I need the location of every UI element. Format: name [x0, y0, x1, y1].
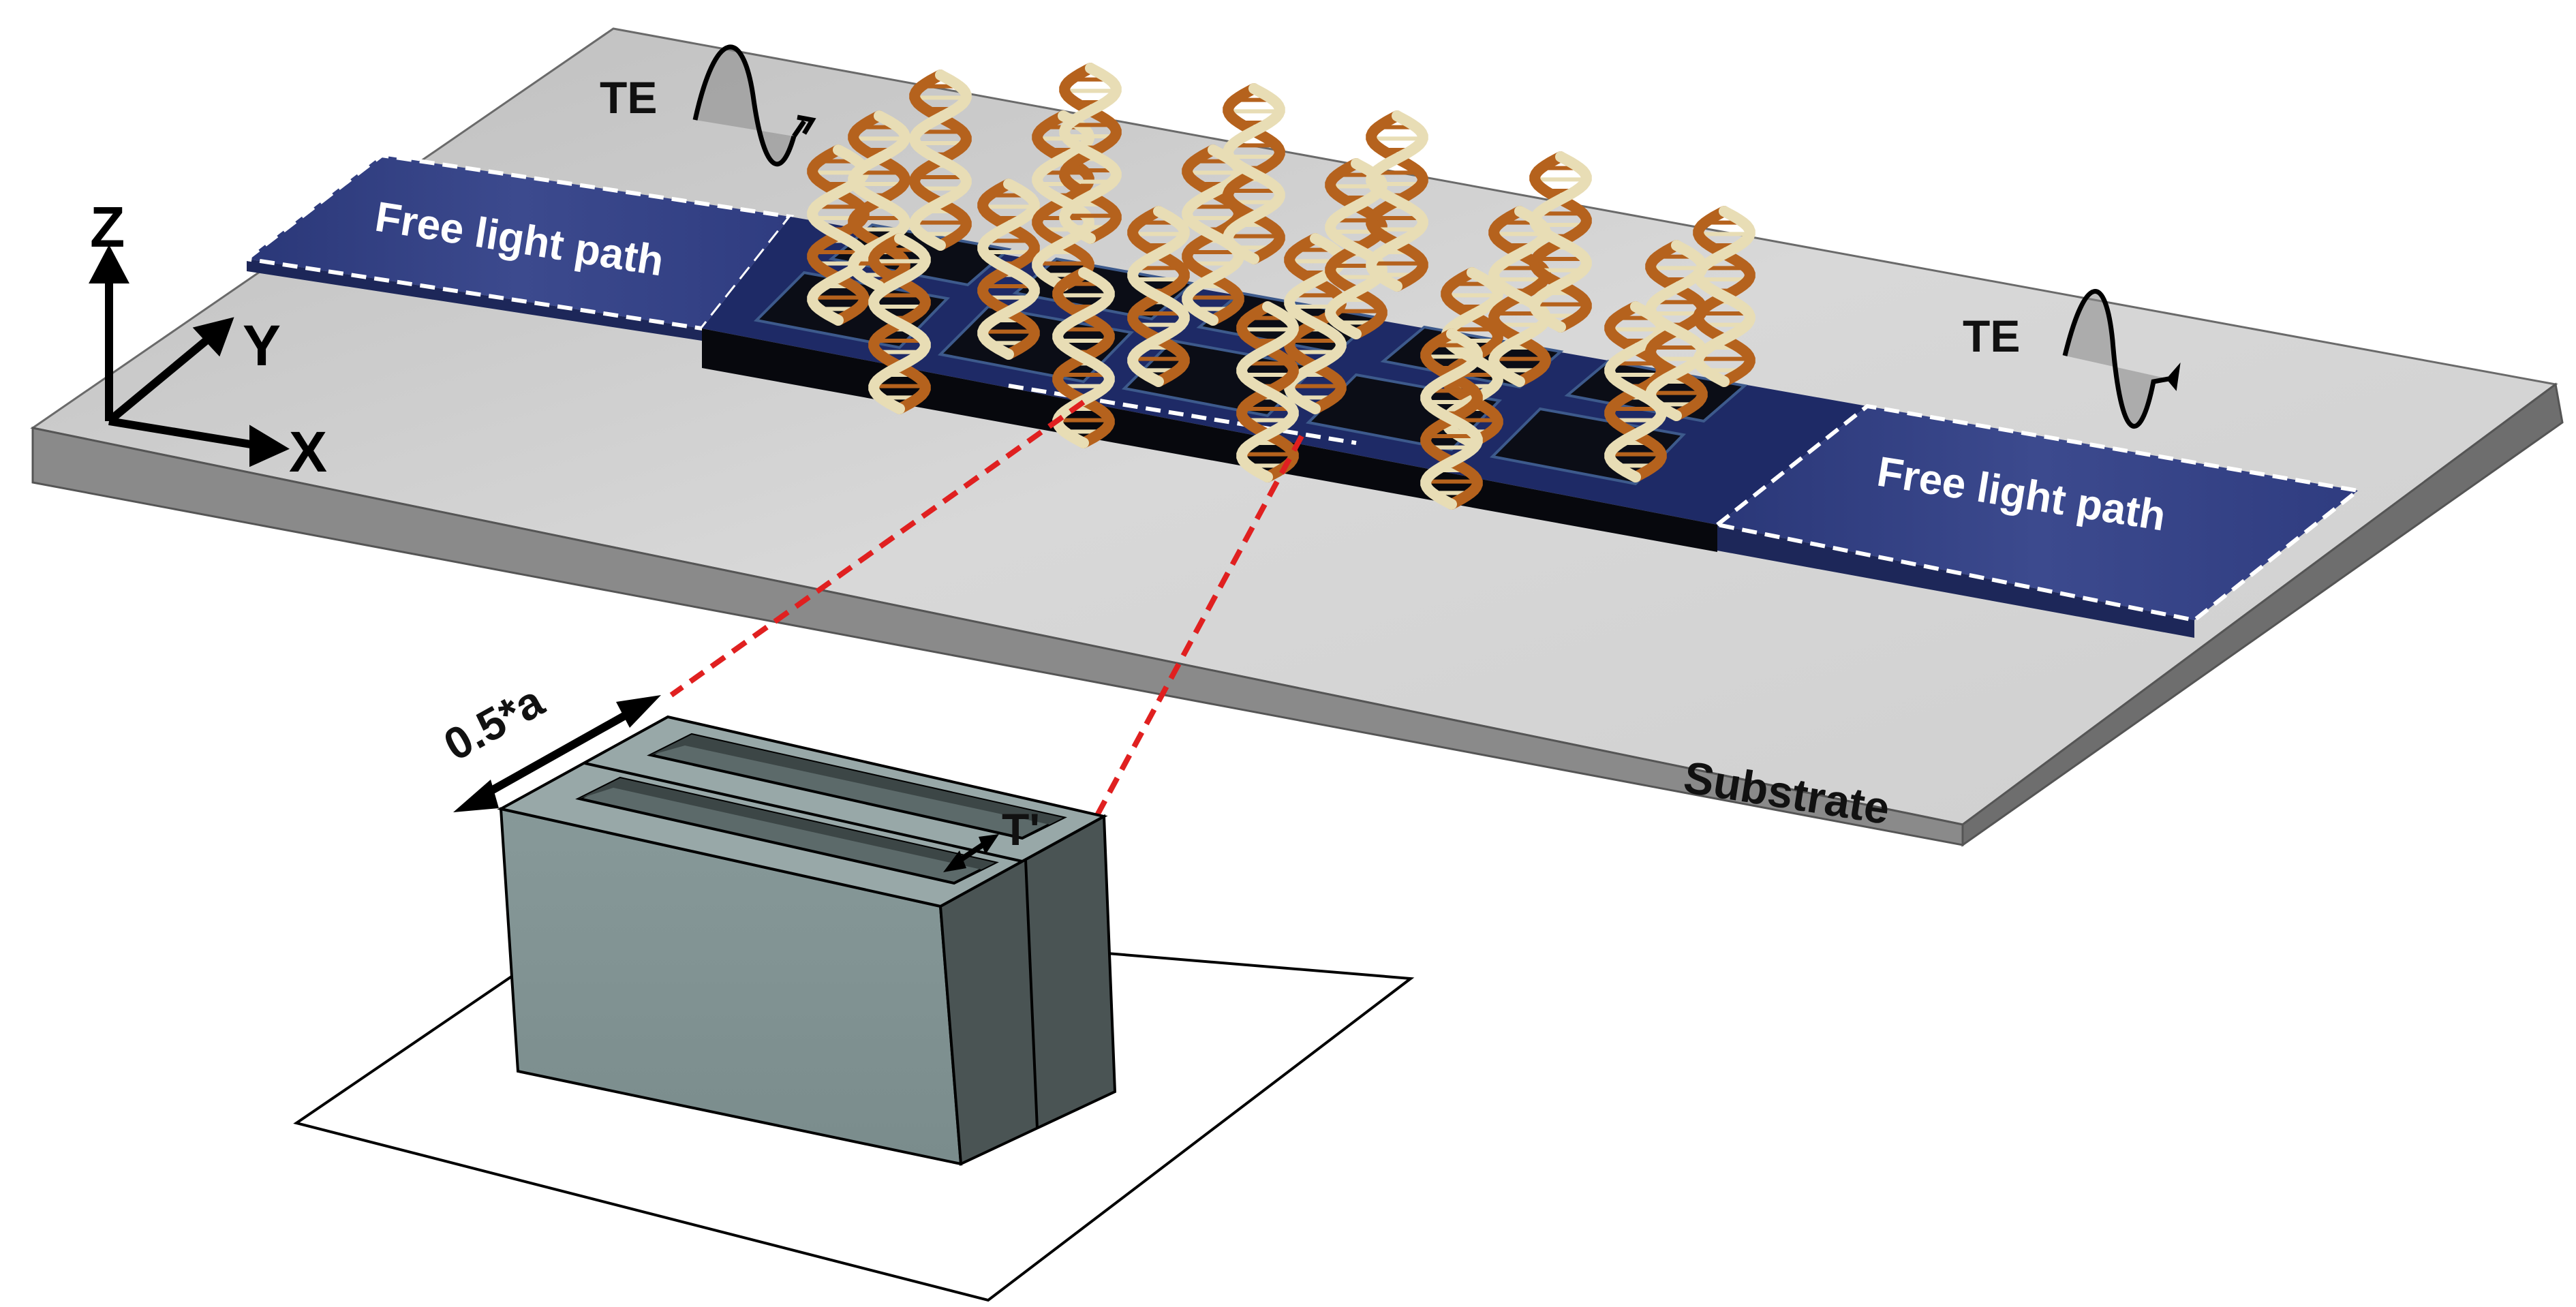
coordinate-axes	[89, 245, 290, 467]
te-wave-icon	[692, 44, 797, 167]
y-arrowhead-icon	[192, 317, 234, 357]
arrowhead-icon	[2166, 363, 2181, 391]
arrowhead-icon	[943, 850, 966, 872]
x-axis	[108, 417, 260, 450]
dna-strand	[1052, 267, 1115, 448]
y-axis-label: Y	[243, 313, 281, 378]
dna-helix-icon	[1529, 151, 1592, 333]
period-dimension-label: 0.5*a	[435, 675, 553, 770]
dna-helix-icon	[1052, 267, 1115, 448]
dna-strand	[1127, 206, 1190, 387]
dna-helix-icon	[1420, 328, 1483, 510]
thickness-dimension-label: T'	[1002, 804, 1040, 855]
x-arrowhead-icon	[249, 425, 290, 467]
dna-helix-icon	[909, 70, 972, 251]
dna-helix-icon	[1059, 63, 1122, 244]
dna-strand	[977, 179, 1040, 360]
dna-strand	[1420, 328, 1483, 510]
dna-helix-icon	[1236, 301, 1299, 482]
z-arrowhead-icon	[89, 245, 129, 283]
free-light-path-right	[1717, 406, 2358, 620]
substrate-right-side	[1961, 382, 2564, 847]
dna-helix-icon	[1366, 110, 1428, 292]
dna-strand	[1059, 63, 1122, 244]
dna-strand	[1488, 206, 1551, 387]
te-label-left: TE	[600, 72, 657, 123]
dna-helix-icon	[868, 233, 931, 414]
dna-strand	[1032, 110, 1094, 292]
dna-helix-icon	[1223, 83, 1285, 264]
arrowhead-icon	[616, 695, 661, 728]
thickness-dimension: T'	[943, 804, 1040, 872]
dna-strand	[909, 70, 972, 251]
arrowhead-icon	[792, 114, 816, 138]
dna-helix-icon	[977, 179, 1040, 360]
dna-helix-icon	[1488, 206, 1551, 387]
te-wave-right: TE	[1963, 289, 2181, 429]
te-label-right: TE	[1963, 311, 2020, 361]
free-light-path-right-outline	[1713, 403, 2363, 623]
dna-helix-icon	[848, 110, 910, 292]
dna-strand	[868, 233, 931, 414]
zoom-line-left	[669, 399, 1086, 698]
dna-strand	[1529, 151, 1592, 333]
dna-strand	[1236, 301, 1299, 482]
dna-helices	[807, 63, 1755, 510]
arrowhead-icon	[453, 780, 499, 812]
zoom-line-right	[1093, 435, 1304, 819]
arrowhead-icon	[979, 834, 999, 855]
dna-strand	[1366, 110, 1428, 292]
zoom-lines	[669, 399, 1304, 819]
z-axis-label: Z	[90, 195, 125, 259]
dna-helix-icon	[1127, 206, 1190, 387]
dna-strand	[848, 110, 910, 292]
dna-helix-icon	[1693, 206, 1755, 387]
dna-strand	[1693, 206, 1755, 387]
dna-strand	[807, 144, 870, 326]
dna-strand	[1223, 83, 1285, 264]
te-wave-left: TE	[600, 44, 816, 167]
x-axis-label: X	[289, 420, 327, 484]
te-wave-icon	[2062, 289, 2169, 429]
free-light-path-left	[247, 155, 791, 328]
y-axis	[106, 332, 215, 425]
